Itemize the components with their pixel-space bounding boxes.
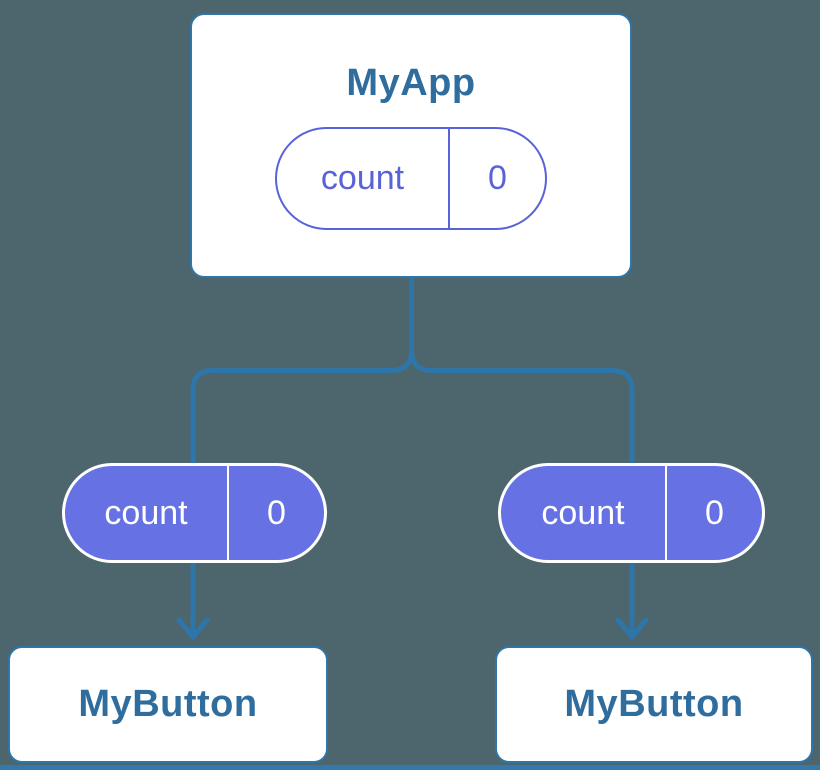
connector-root-to-left-child bbox=[190, 278, 414, 634]
root-component-title: MyApp bbox=[346, 62, 476, 105]
connector-root-to-right-child bbox=[409, 278, 635, 634]
right-child-component-card: MyButton bbox=[495, 646, 813, 763]
right-child-state-label: count bbox=[541, 493, 625, 532]
left-child-component-card: MyButton bbox=[8, 646, 328, 763]
bottom-edge-strip bbox=[0, 765, 820, 770]
left-child-component-title: MyButton bbox=[78, 682, 258, 725]
left-child-state-pill: count 0 bbox=[62, 463, 327, 563]
down-arrow-left-icon bbox=[176, 617, 210, 640]
left-child-state-value: 0 bbox=[227, 466, 324, 560]
left-child-state-label: count bbox=[104, 493, 188, 532]
right-child-state-value: 0 bbox=[665, 466, 762, 560]
right-child-component-title: MyButton bbox=[564, 682, 744, 725]
root-state-pill: count 0 bbox=[275, 126, 547, 230]
root-component-card: MyApp count 0 bbox=[190, 13, 632, 278]
down-arrow-right-icon bbox=[615, 617, 649, 640]
root-state-value: 0 bbox=[448, 128, 545, 228]
right-child-state-pill: count 0 bbox=[498, 463, 765, 563]
root-state-label: count bbox=[320, 158, 405, 197]
